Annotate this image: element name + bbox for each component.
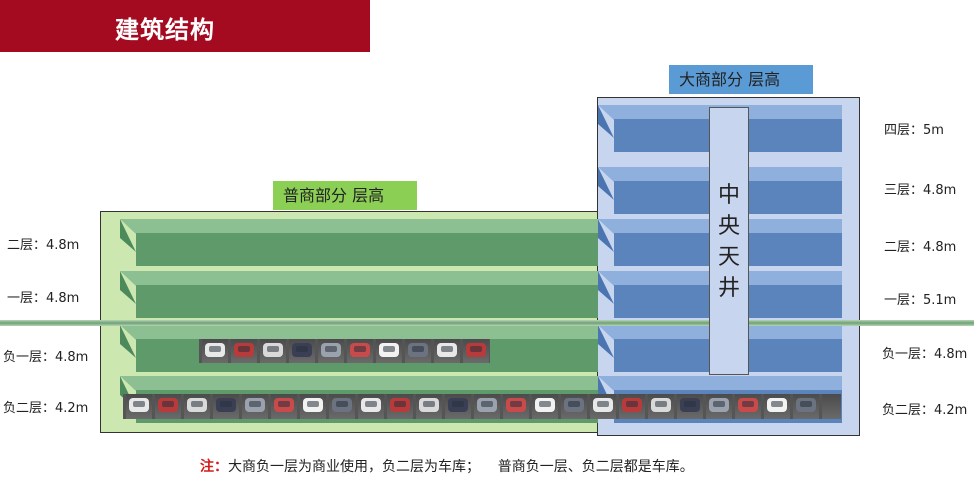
parked-car [216, 398, 236, 412]
general-floor-2 [120, 219, 598, 266]
parked-car [437, 343, 457, 357]
parked-car [379, 343, 399, 357]
general-floor-1 [120, 271, 598, 318]
parked-car [303, 398, 323, 412]
page-title: 建筑结构 [115, 16, 215, 44]
footnote-text: 大商负一层为商业使用，负二层为车库； 普商负一层、负二层都是车库。 [228, 459, 694, 475]
parked-car [158, 398, 178, 412]
left-level-label: 二层：4.8m [7, 238, 80, 253]
parked-car [448, 398, 468, 412]
parked-car [709, 398, 729, 412]
parked-car [205, 343, 225, 357]
parked-car [350, 343, 370, 357]
parked-car [796, 398, 816, 412]
left-level-label: 一层：4.8m [7, 291, 80, 306]
central-atrium: 中央天井 [709, 107, 749, 375]
right-level-label: 一层：5.1m [884, 293, 957, 308]
parked-car [564, 398, 584, 412]
parked-car [129, 398, 149, 412]
parked-car [361, 398, 381, 412]
parked-car [506, 398, 526, 412]
parked-car [477, 398, 497, 412]
right-level-label: 负二层：4.2m [882, 403, 968, 418]
parked-car [263, 343, 283, 357]
parked-car [651, 398, 671, 412]
parked-car [593, 398, 613, 412]
footnote: 注：大商负一层为商业使用，负二层为车库； 普商负一层、负二层都是车库。 [200, 456, 694, 476]
parking-photo-b1 [199, 339, 490, 363]
ground-line [0, 320, 974, 326]
parked-car [767, 398, 787, 412]
parked-car [234, 343, 254, 357]
parked-car [332, 398, 352, 412]
parked-car [274, 398, 294, 412]
parked-car [680, 398, 700, 412]
right-level-label: 二层：4.8m [884, 240, 957, 255]
atrium-label: 中央天井 [717, 183, 740, 301]
left-level-label: 负一层：4.8m [3, 350, 89, 365]
parked-car [245, 398, 265, 412]
right-level-label: 三层：4.8m [884, 183, 957, 198]
left-level-label: 负二层：4.2m [3, 401, 89, 416]
right-level-label: 四层：5m [884, 123, 944, 138]
parked-car [738, 398, 758, 412]
parked-car [292, 343, 312, 357]
parking-photo-b2 [123, 394, 841, 419]
parked-car [466, 343, 486, 357]
parked-car [187, 398, 207, 412]
parked-car [408, 343, 428, 357]
parked-car [622, 398, 642, 412]
title-banner: 建筑结构 [0, 0, 370, 52]
general-section-label: 普商部分 层高 [273, 181, 417, 210]
footnote-prefix: 注： [200, 459, 228, 475]
parked-car [321, 343, 341, 357]
parked-car [535, 398, 555, 412]
major-section-label: 大商部分 层高 [669, 65, 813, 94]
parked-car [390, 398, 410, 412]
parked-car [419, 398, 439, 412]
right-level-label: 负一层：4.8m [882, 347, 968, 362]
